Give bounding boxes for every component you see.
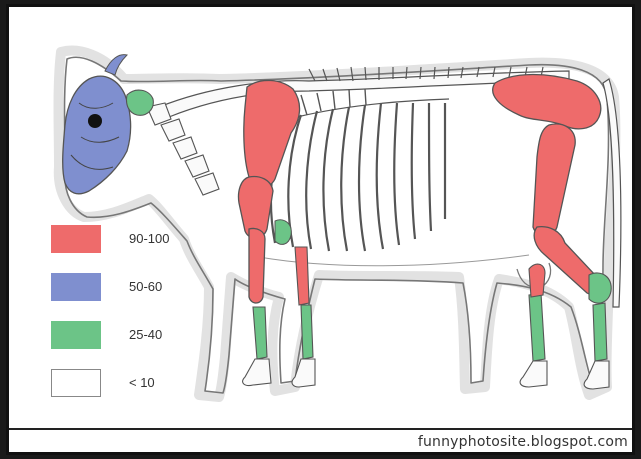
hind-cannon-right (593, 303, 607, 361)
legend-swatch-green (51, 321, 101, 349)
hock (589, 273, 611, 303)
legend-label: < 10 (129, 375, 155, 390)
skull (63, 76, 131, 194)
atlas-bone (126, 90, 153, 115)
front-cannon-right (301, 305, 313, 359)
legend-item-under-10: < 10 (51, 369, 231, 401)
legend-label: 90-100 (129, 231, 169, 246)
legend-item-90-100: 90-100 (51, 225, 231, 257)
legend-swatch-blue (51, 273, 101, 301)
femur (533, 124, 575, 236)
legend-item-50-60: 50-60 (51, 273, 231, 305)
credit-text: funnyphotosite.blogspot.com (418, 434, 628, 450)
legend-swatch-red (51, 225, 101, 253)
eye-socket (88, 114, 102, 128)
olecranon (275, 220, 291, 245)
credit-bar: funnyphotosite.blogspot.com (9, 428, 632, 452)
legend-label: 50-60 (129, 279, 162, 294)
image-frame: 90-100 50-60 25-40 < 10 funnyphotosite.b… (6, 4, 635, 455)
legend-item-25-40: 25-40 (51, 321, 231, 353)
scapula (244, 80, 300, 187)
neck-vertebrae (147, 103, 219, 195)
hind-hooves (520, 361, 609, 389)
hind-tibia-left (529, 264, 545, 297)
legend-label: 25-40 (129, 327, 162, 342)
pelvis (493, 75, 601, 129)
radius (249, 228, 265, 303)
hind-cannon-left (529, 293, 545, 361)
cow-skeleton-diagram (9, 7, 632, 430)
legend-swatch-white (51, 369, 101, 397)
front-radius-right (295, 247, 309, 305)
front-cannon-left (253, 307, 267, 359)
